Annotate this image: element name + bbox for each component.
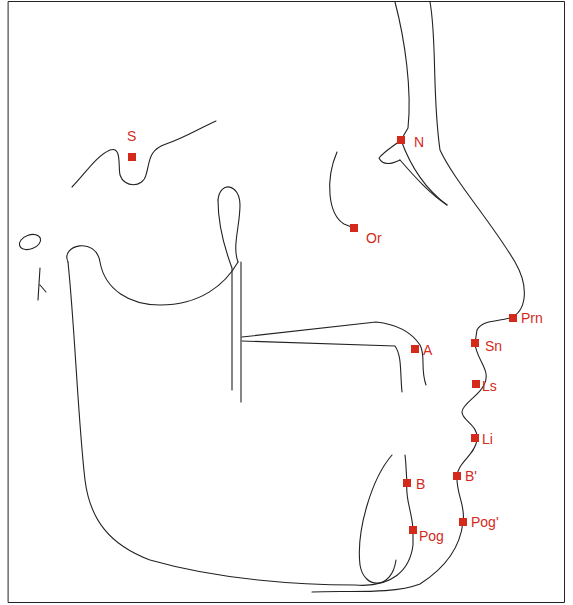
landmark-label: Or: [366, 230, 382, 246]
pterygoid: [218, 187, 240, 262]
soft-tissue-profile: [312, 2, 524, 592]
landmark-label: Sn: [485, 338, 502, 354]
landmark-label: Prn: [521, 310, 543, 326]
landmark-point: [472, 380, 480, 388]
landmark-point: [128, 153, 136, 161]
landmark-point: [350, 224, 358, 232]
ear-rod: [17, 232, 42, 253]
ramus-line: [218, 200, 232, 390]
landmark-label: Pog: [419, 528, 444, 544]
landmark-point: [397, 136, 405, 144]
landmark-label: B: [416, 476, 425, 492]
landmark-label: Li: [482, 431, 493, 447]
landmark-point: [509, 314, 517, 322]
landmark-points: [128, 136, 517, 534]
landmark-point: [471, 434, 479, 442]
nasal-bone: [400, 160, 447, 205]
landmark-label: S: [127, 128, 136, 144]
sella-outline: [72, 121, 216, 187]
landmark-point: [411, 345, 419, 353]
frontal-bone: [395, 2, 409, 140]
landmark-point: [471, 339, 479, 347]
symphysis: [359, 455, 396, 583]
landmark-point: [459, 518, 467, 526]
landmark-label: Ls: [482, 378, 497, 394]
landmark-point: [403, 479, 411, 487]
ramus-line: [240, 262, 241, 402]
palate: [242, 341, 402, 392]
orbit: [330, 152, 354, 228]
landmark-point: [453, 472, 461, 480]
landmark-label: N: [414, 134, 424, 150]
landmark-label: B': [465, 468, 477, 484]
sigmoid-notch: [67, 246, 238, 305]
frame: [9, 2, 565, 603]
landmark-label: A: [423, 342, 432, 358]
landmark-label: Pog': [471, 514, 499, 530]
ear-rod-mark: [38, 268, 46, 300]
mandible-outline: [68, 262, 413, 585]
landmark-point: [409, 526, 417, 534]
